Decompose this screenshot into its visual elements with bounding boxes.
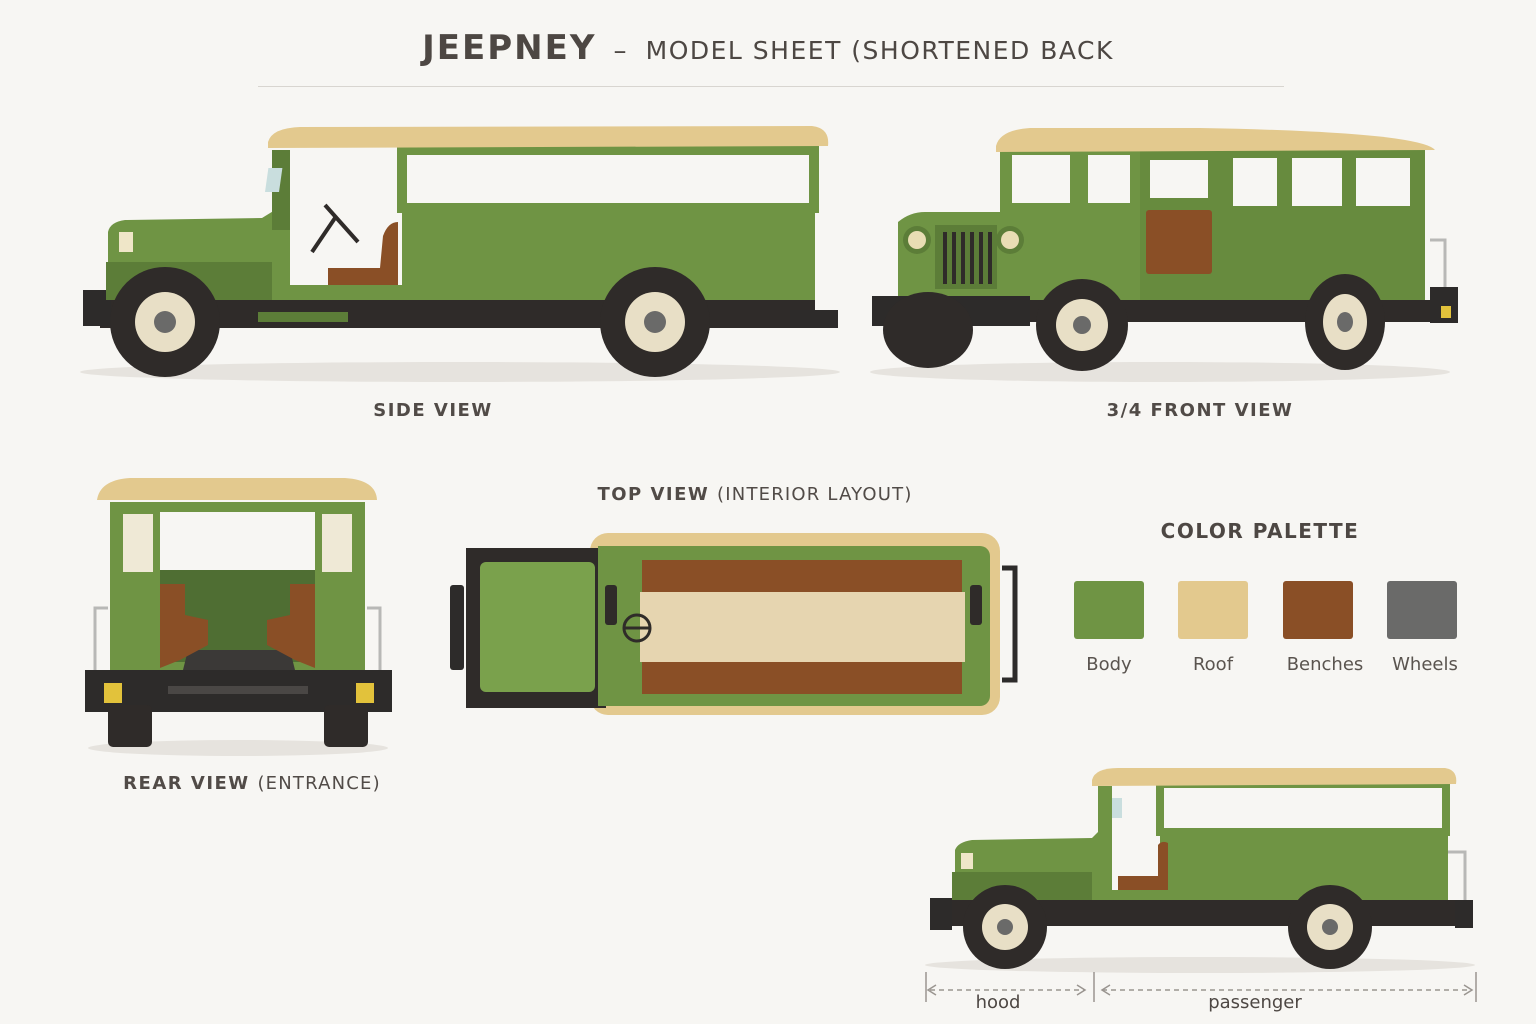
side-window-1 xyxy=(415,152,540,208)
dim-window-2 xyxy=(1284,788,1358,830)
rear-bench-left xyxy=(160,584,208,668)
rear-rail-right xyxy=(367,606,382,672)
title-divider xyxy=(258,86,1284,87)
side-sill xyxy=(258,312,348,322)
side-steering-column xyxy=(310,216,337,254)
side-view-label: SIDE VIEW xyxy=(373,400,493,421)
front34-window-5 xyxy=(1292,158,1342,206)
rear-taillight-left xyxy=(104,683,122,703)
front34-window-1 xyxy=(1012,155,1070,203)
top-rear-rail xyxy=(1002,565,1018,683)
hood-dimension-label: hood xyxy=(975,992,1021,1013)
hood-dimension-line xyxy=(925,972,1087,1002)
side-bench xyxy=(328,222,398,285)
rear-roof xyxy=(97,478,377,500)
swatch-label-wheels: Wheels xyxy=(1392,654,1458,675)
dim-front-wheel xyxy=(963,885,1047,969)
top-bench-bottom xyxy=(642,662,962,694)
front34-window-2 xyxy=(1088,155,1130,203)
dim-rear-wheel xyxy=(1288,885,1372,969)
title-separator: – xyxy=(613,36,629,66)
side-steering-wheel xyxy=(323,203,360,244)
dim-bench xyxy=(1118,841,1168,890)
side-rear-wheel xyxy=(600,267,710,377)
rear-view-label-bold: REAR VIEW xyxy=(123,773,250,794)
rear-step xyxy=(168,686,308,694)
side-window-frame xyxy=(397,145,819,213)
swatch-label-roof: Roof xyxy=(1192,654,1234,675)
front34-grille xyxy=(943,232,992,284)
front34-taillight xyxy=(1441,306,1451,318)
passenger-dimension-label: passenger xyxy=(1208,992,1302,1013)
front34-window-4 xyxy=(1233,158,1277,206)
rear-view-label: REAR VIEW (ENTRANCE) xyxy=(92,773,412,794)
dim-windshield xyxy=(1112,798,1122,818)
top-bench-top xyxy=(642,560,962,592)
dim-cab xyxy=(1098,786,1448,900)
top-view-label-bold: TOP VIEW xyxy=(597,484,710,505)
dim-window-1 xyxy=(1180,788,1272,830)
swatch-body xyxy=(1074,581,1144,639)
swatch-wheels xyxy=(1387,581,1457,639)
dim-headlight xyxy=(961,853,973,869)
rear-window-left xyxy=(123,514,153,572)
front34-rear-wheel xyxy=(1305,274,1385,370)
side-windshield xyxy=(265,168,283,192)
title-subtitle: MODEL SHEET (SHORTENED BACK xyxy=(645,36,1114,65)
dim-window-3 xyxy=(1368,788,1434,830)
front34-headlight-right xyxy=(996,226,1024,254)
front34-front-wheel xyxy=(883,292,973,368)
top-seat-right xyxy=(970,585,982,625)
rear-rail-left xyxy=(93,606,108,672)
rear-wheel-left xyxy=(108,705,152,747)
dim-rear-bumper xyxy=(1455,900,1473,928)
top-steering-wheel xyxy=(622,613,652,643)
front34-headlight-left xyxy=(903,226,931,254)
passenger-dimension-line xyxy=(1093,972,1477,1002)
page-title: JEEPNEY – MODEL SHEET (SHORTENED BACK xyxy=(0,28,1536,68)
side-window-2 xyxy=(552,152,678,208)
side-window-3 xyxy=(690,152,802,208)
front34-shadow xyxy=(870,362,1450,382)
rear-bench-right xyxy=(267,584,315,668)
front34-window-6 xyxy=(1356,158,1410,206)
top-hood xyxy=(480,562,595,692)
swatch-roof xyxy=(1178,581,1248,639)
side-headlight xyxy=(119,232,133,252)
top-floor xyxy=(640,592,965,662)
top-view-label-light: (INTERIOR LAYOUT) xyxy=(717,484,913,505)
front34-roof xyxy=(996,128,1435,152)
rear-shadow xyxy=(88,740,388,756)
front34-door-bench xyxy=(1146,210,1212,274)
rear-taillight-right xyxy=(356,683,374,703)
side-rear-bumper xyxy=(790,310,838,328)
rear-wheel-right xyxy=(324,705,368,747)
dim-front-bumper xyxy=(930,898,952,930)
top-hood-bumper xyxy=(450,585,464,670)
top-seat-left xyxy=(605,585,617,625)
side-cab xyxy=(272,150,815,300)
front34-view-label: 3/4 FRONT VIEW xyxy=(1106,400,1294,421)
front34-window-3 xyxy=(1150,160,1208,198)
swatch-benches xyxy=(1283,581,1353,639)
rear-window-right xyxy=(322,514,352,572)
front34-rear-rail xyxy=(1430,238,1447,290)
swatch-label-body: Body xyxy=(1086,654,1132,675)
side-front-wheel xyxy=(110,267,220,377)
dim-rear-rail xyxy=(1448,850,1467,900)
color-palette-title: COLOR PALETTE xyxy=(1160,519,1360,543)
side-roof xyxy=(268,126,829,148)
dim-roof xyxy=(1092,768,1457,786)
top-view-label: TOP VIEW (INTERIOR LAYOUT) xyxy=(520,484,990,505)
swatch-label-benches: Benches xyxy=(1286,654,1364,675)
front34-front-wheel-right xyxy=(1036,279,1128,371)
title-main: JEEPNEY xyxy=(422,28,597,68)
rear-view-label-light: (ENTRANCE) xyxy=(257,773,381,794)
